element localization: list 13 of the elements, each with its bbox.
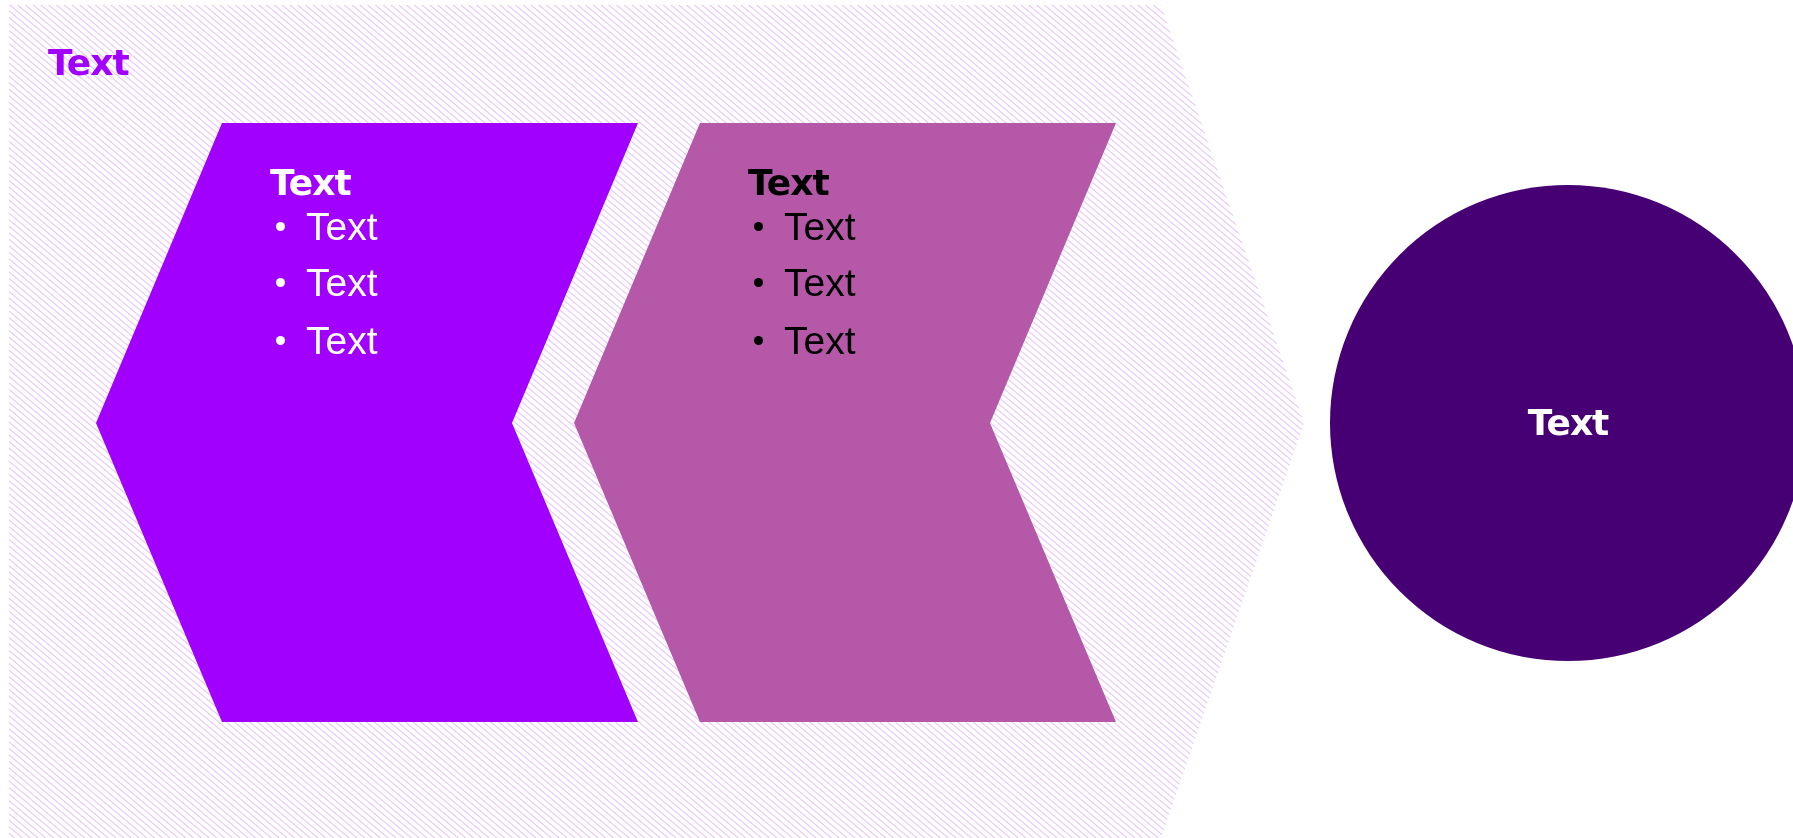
heading: Text [48, 45, 129, 81]
bullet-text: Text [784, 321, 856, 360]
chevron-shape [96, 123, 638, 722]
bullet-text: Text [306, 321, 378, 360]
bullet-text: Text [306, 263, 378, 302]
chevron-shape [574, 123, 1116, 722]
hatched-arrow-band [9, 5, 1304, 838]
heading: Text [748, 165, 829, 201]
bullet-text: Text [784, 207, 856, 246]
bullet-text: Text [306, 207, 378, 246]
bullet-text: Text [784, 263, 856, 302]
heading: Text [270, 165, 351, 201]
heading: Text [1527, 405, 1609, 441]
